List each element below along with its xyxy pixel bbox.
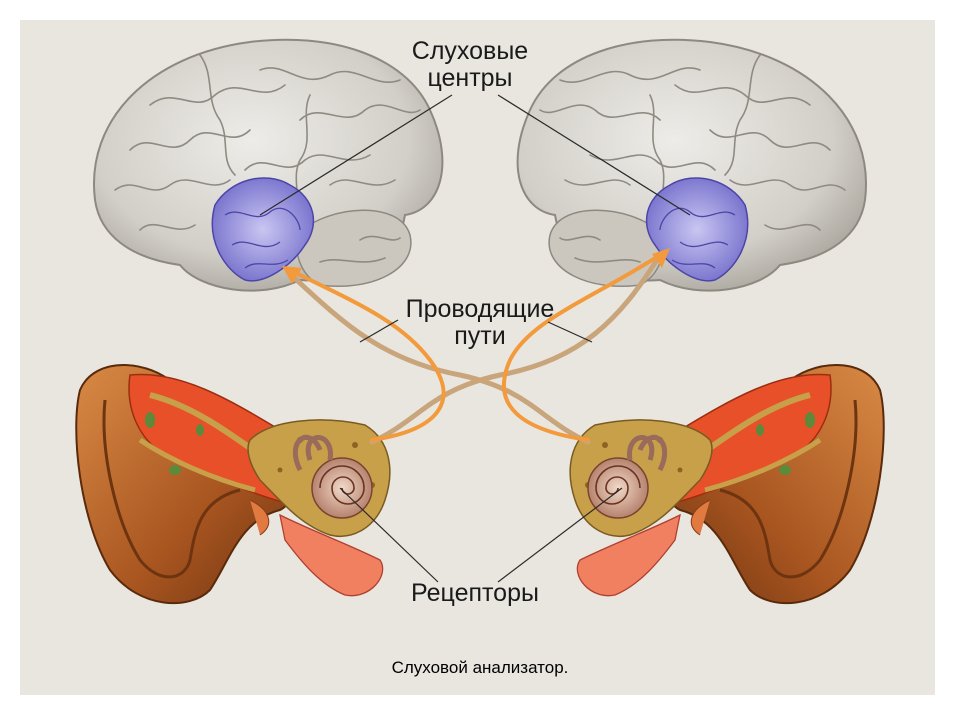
label-receptors-text: Рецепторы — [411, 579, 539, 607]
left-cochlea — [311, 457, 373, 519]
right-ear — [569, 364, 885, 605]
label-pathways-line2: пути — [454, 322, 506, 350]
label-auditory-centers-line2: центры — [427, 64, 513, 92]
label-pathways-line1: Проводящие — [405, 295, 555, 323]
label-auditory-centers: Слуховые центры — [370, 38, 570, 92]
left-ear — [75, 364, 391, 605]
label-auditory-centers-line1: Слуховые — [411, 37, 529, 65]
pathway-tan-right-to-left-brain — [285, 269, 591, 445]
left-auditory-cortex — [211, 177, 315, 282]
auditory-pathways — [282, 248, 670, 445]
right-brain — [516, 38, 867, 292]
arrowhead-right — [652, 248, 670, 268]
label-pathways: Проводящие пути — [370, 296, 590, 350]
pathway-orange-left — [288, 268, 446, 442]
pathway-tan-left-to-right-brain — [369, 252, 663, 445]
figure-caption: Слуховой анализатор. — [391, 658, 569, 677]
right-cochlea — [587, 457, 649, 519]
left-brain — [93, 38, 444, 292]
label-receptors: Рецепторы — [370, 580, 580, 607]
leader-lines — [259, 94, 691, 583]
pathway-orange-right — [501, 250, 667, 442]
arrowhead-left — [282, 266, 302, 284]
